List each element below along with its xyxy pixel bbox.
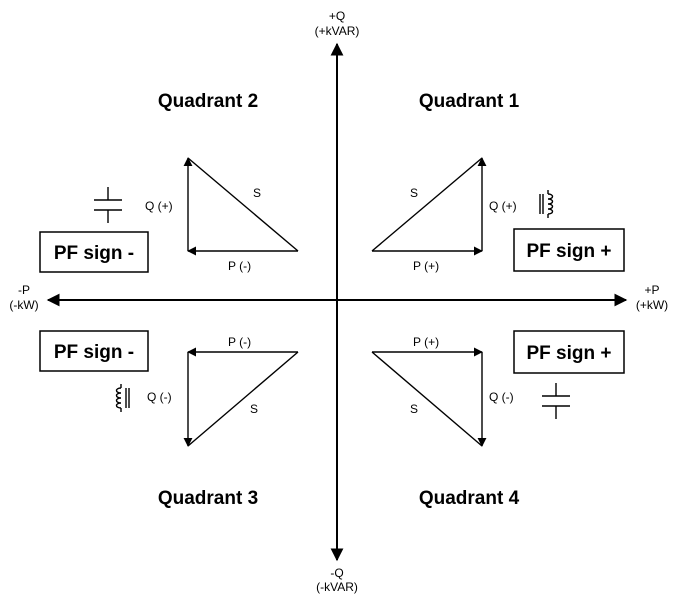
quadrant-1-q-label: Q (+) <box>489 199 517 213</box>
quadrant-2-power-triangle: S Q (+) P (-) <box>145 157 299 273</box>
quadrant-3-s-vector <box>187 351 299 447</box>
quadrant-4-s-label: S <box>410 402 418 416</box>
quadrant-1-pf-box: PF sign + <box>513 228 625 272</box>
capacitor-icon <box>542 383 570 419</box>
quadrant-4-s-vector <box>371 351 483 447</box>
axis-bottom-symbol: -Q <box>330 566 343 580</box>
quadrant-3-q-label: Q (-) <box>147 390 172 404</box>
axis-left-unit: (-kW) <box>9 298 38 312</box>
quadrant-2-pf-box: PF sign - <box>39 231 149 273</box>
inductor-icon <box>539 190 554 218</box>
quadrant-2-p-label: P (-) <box>228 259 251 273</box>
capacitor-icon <box>94 187 122 223</box>
quadrant-4-title: Quadrant 4 <box>419 488 520 509</box>
quadrant-1-s-vector <box>371 157 483 252</box>
quadrant-3-pf-box: PF sign - <box>39 330 149 372</box>
quadrant-4-q-label: Q (-) <box>489 390 514 404</box>
axis-left-symbol: -P <box>18 283 30 297</box>
quadrant-2-s-label: S <box>253 186 261 200</box>
quadrant-3-title: Quadrant 3 <box>158 488 258 509</box>
quadrant-1-title: Quadrant 1 <box>419 91 520 112</box>
axis-bottom-unit: (-kVAR) <box>316 580 358 594</box>
quadrant-3-p-label: P (-) <box>228 335 251 349</box>
quadrant-2-pf-label: PF sign - <box>54 243 134 264</box>
quadrant-1-p-label: P (+) <box>413 259 439 273</box>
axis-top-symbol: +Q <box>329 9 345 23</box>
quadrant-3-power-triangle: P (-) Q (-) S <box>147 335 299 447</box>
quadrant-1-s-label: S <box>410 186 418 200</box>
quadrant-2-title: Quadrant 2 <box>158 91 258 112</box>
quadrant-3-pf-label: PF sign - <box>54 342 134 363</box>
axis-right-symbol: +P <box>644 283 659 297</box>
quadrant-4-pf-box: PF sign + <box>513 330 625 374</box>
quadrant-2-q-label: Q (+) <box>145 199 173 213</box>
quadrant-4-p-label: P (+) <box>413 335 439 349</box>
quadrant-2-s-vector <box>187 157 299 252</box>
quadrant-1-pf-label: PF sign + <box>527 241 612 262</box>
quadrant-4-power-triangle: P (+) Q (-) S <box>371 335 514 447</box>
quadrant-1-power-triangle: S Q (+) P (+) <box>371 157 517 273</box>
inductor-icon <box>115 384 130 412</box>
axis-top-unit: (+kVAR) <box>315 24 360 38</box>
axis-right-unit: (+kW) <box>636 298 668 312</box>
quadrant-4-pf-label: PF sign + <box>527 343 612 364</box>
quadrant-3-s-label: S <box>250 402 258 416</box>
